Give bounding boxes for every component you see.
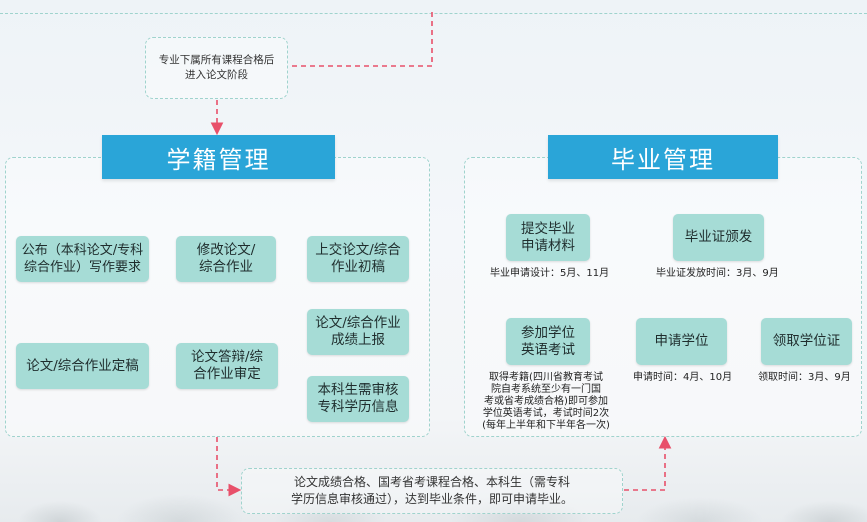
caption-degree-collect-time: 领取时间：3月、9月 (758, 372, 851, 383)
step-line: 成绩上报 (331, 332, 385, 348)
caption-application-time: 毕业申请设计：5月、11月 (490, 268, 610, 279)
caption-line: 取得考籍(四川省教育考试 (489, 372, 603, 383)
step-defense: 论文答辩/综合作业审定 (176, 343, 278, 389)
caption-degree-apply-time: 申请时间：4月、10月 (633, 372, 733, 383)
step-line: 论文/综合作业定稿 (26, 357, 139, 374)
top-note-line1: 专业下属所有课程合格后 (158, 54, 275, 66)
step-line: 作业初稿 (331, 259, 385, 275)
step-line: 领取学位证 (772, 333, 841, 349)
step-degree-english-exam: 参加学位英语考试 (506, 318, 590, 365)
bottom-note-line2: 学历信息审核通过），达到毕业条件，即可申请毕业。 (290, 492, 573, 506)
step-line: 毕业证颁发 (684, 229, 753, 245)
step-line: 综合作业 (199, 259, 253, 275)
step-line: 合作业审定 (193, 366, 261, 382)
step-revise-paper: 修改论文/综合作业 (176, 236, 276, 282)
arrow-top-to-note (288, 12, 433, 67)
step-apply-degree: 申请学位 (636, 318, 727, 365)
step-line: 综合作业）写作要求 (23, 260, 141, 275)
top-note-line2: 进入论文阶段 (185, 69, 248, 81)
caption-line: 学位英语考试，考试时间2次 (482, 408, 610, 419)
step-line: 公布（本科论文/专科 (21, 243, 144, 258)
bottom-note-line1: 论文成绩合格、国考省考课程合格、本科生（需专科 (293, 475, 570, 489)
step-line: 提交毕业 (521, 220, 575, 237)
step-line: 专科学历信息 (317, 399, 399, 415)
step-submit-draft: 上交论文/综合作业初稿 (307, 236, 409, 282)
step-line: 上交论文/综合 (315, 242, 401, 258)
step-line: 英语考试 (521, 341, 575, 358)
step-line: 申请材料 (521, 237, 575, 254)
step-collect-degree: 领取学位证 (761, 318, 852, 365)
step-finalize-paper: 论文/综合作业定稿 (16, 343, 149, 389)
step-submit-application: 提交毕业申请材料 (506, 214, 590, 261)
step-verify-diploma: 本科生需审核专科学历信息 (307, 376, 409, 422)
step-line: 参加学位 (521, 324, 575, 341)
graduation-panel (464, 157, 862, 437)
bottom-note: 论文成绩合格、国考省考课程合格、本科生（需专科 学历信息审核通过），达到毕业条件… (241, 468, 623, 514)
bottom-note-box (241, 468, 623, 514)
step-line: 论文/综合作业 (315, 315, 401, 331)
step-diploma-issuance: 毕业证颁发 (673, 214, 764, 261)
top-note-box (145, 37, 288, 99)
arrow-bottom-note-to-graduation (624, 435, 672, 491)
caption-line: 考或省考成绩合格)即可参加 (484, 396, 608, 407)
caption-diploma-time: 毕业证发放时间：3月、9月 (656, 268, 779, 279)
step-line: 论文答辩/综 (190, 349, 264, 365)
background-skyline (0, 452, 867, 522)
enrollment-title: 学籍管理 (102, 135, 335, 179)
caption-english-exam: 取得考籍(四川省教育考试 院自考系统至少有一门国 考或省考成绩合格)即可参加 学… (475, 372, 617, 432)
step-line: 本科生需审核 (317, 382, 399, 398)
graduation-title: 毕业管理 (548, 135, 778, 179)
step-publish-requirements: 公布（本科论文/专科综合作业）写作要求 (16, 236, 149, 282)
step-line: 申请学位 (654, 333, 709, 349)
arrow-enrollment-to-bottom-note (216, 437, 242, 497)
caption-line: 院自考系统至少有一门国 (491, 384, 601, 395)
caption-line: (每年上半年和下半年各一次) (482, 420, 610, 431)
step-report-grades: 论文/综合作业成绩上报 (307, 309, 409, 355)
top-dashed-border (0, 0, 867, 14)
step-line: 修改论文/ (196, 242, 256, 258)
top-note: 专业下属所有课程合格后 进入论文阶段 (145, 37, 288, 99)
